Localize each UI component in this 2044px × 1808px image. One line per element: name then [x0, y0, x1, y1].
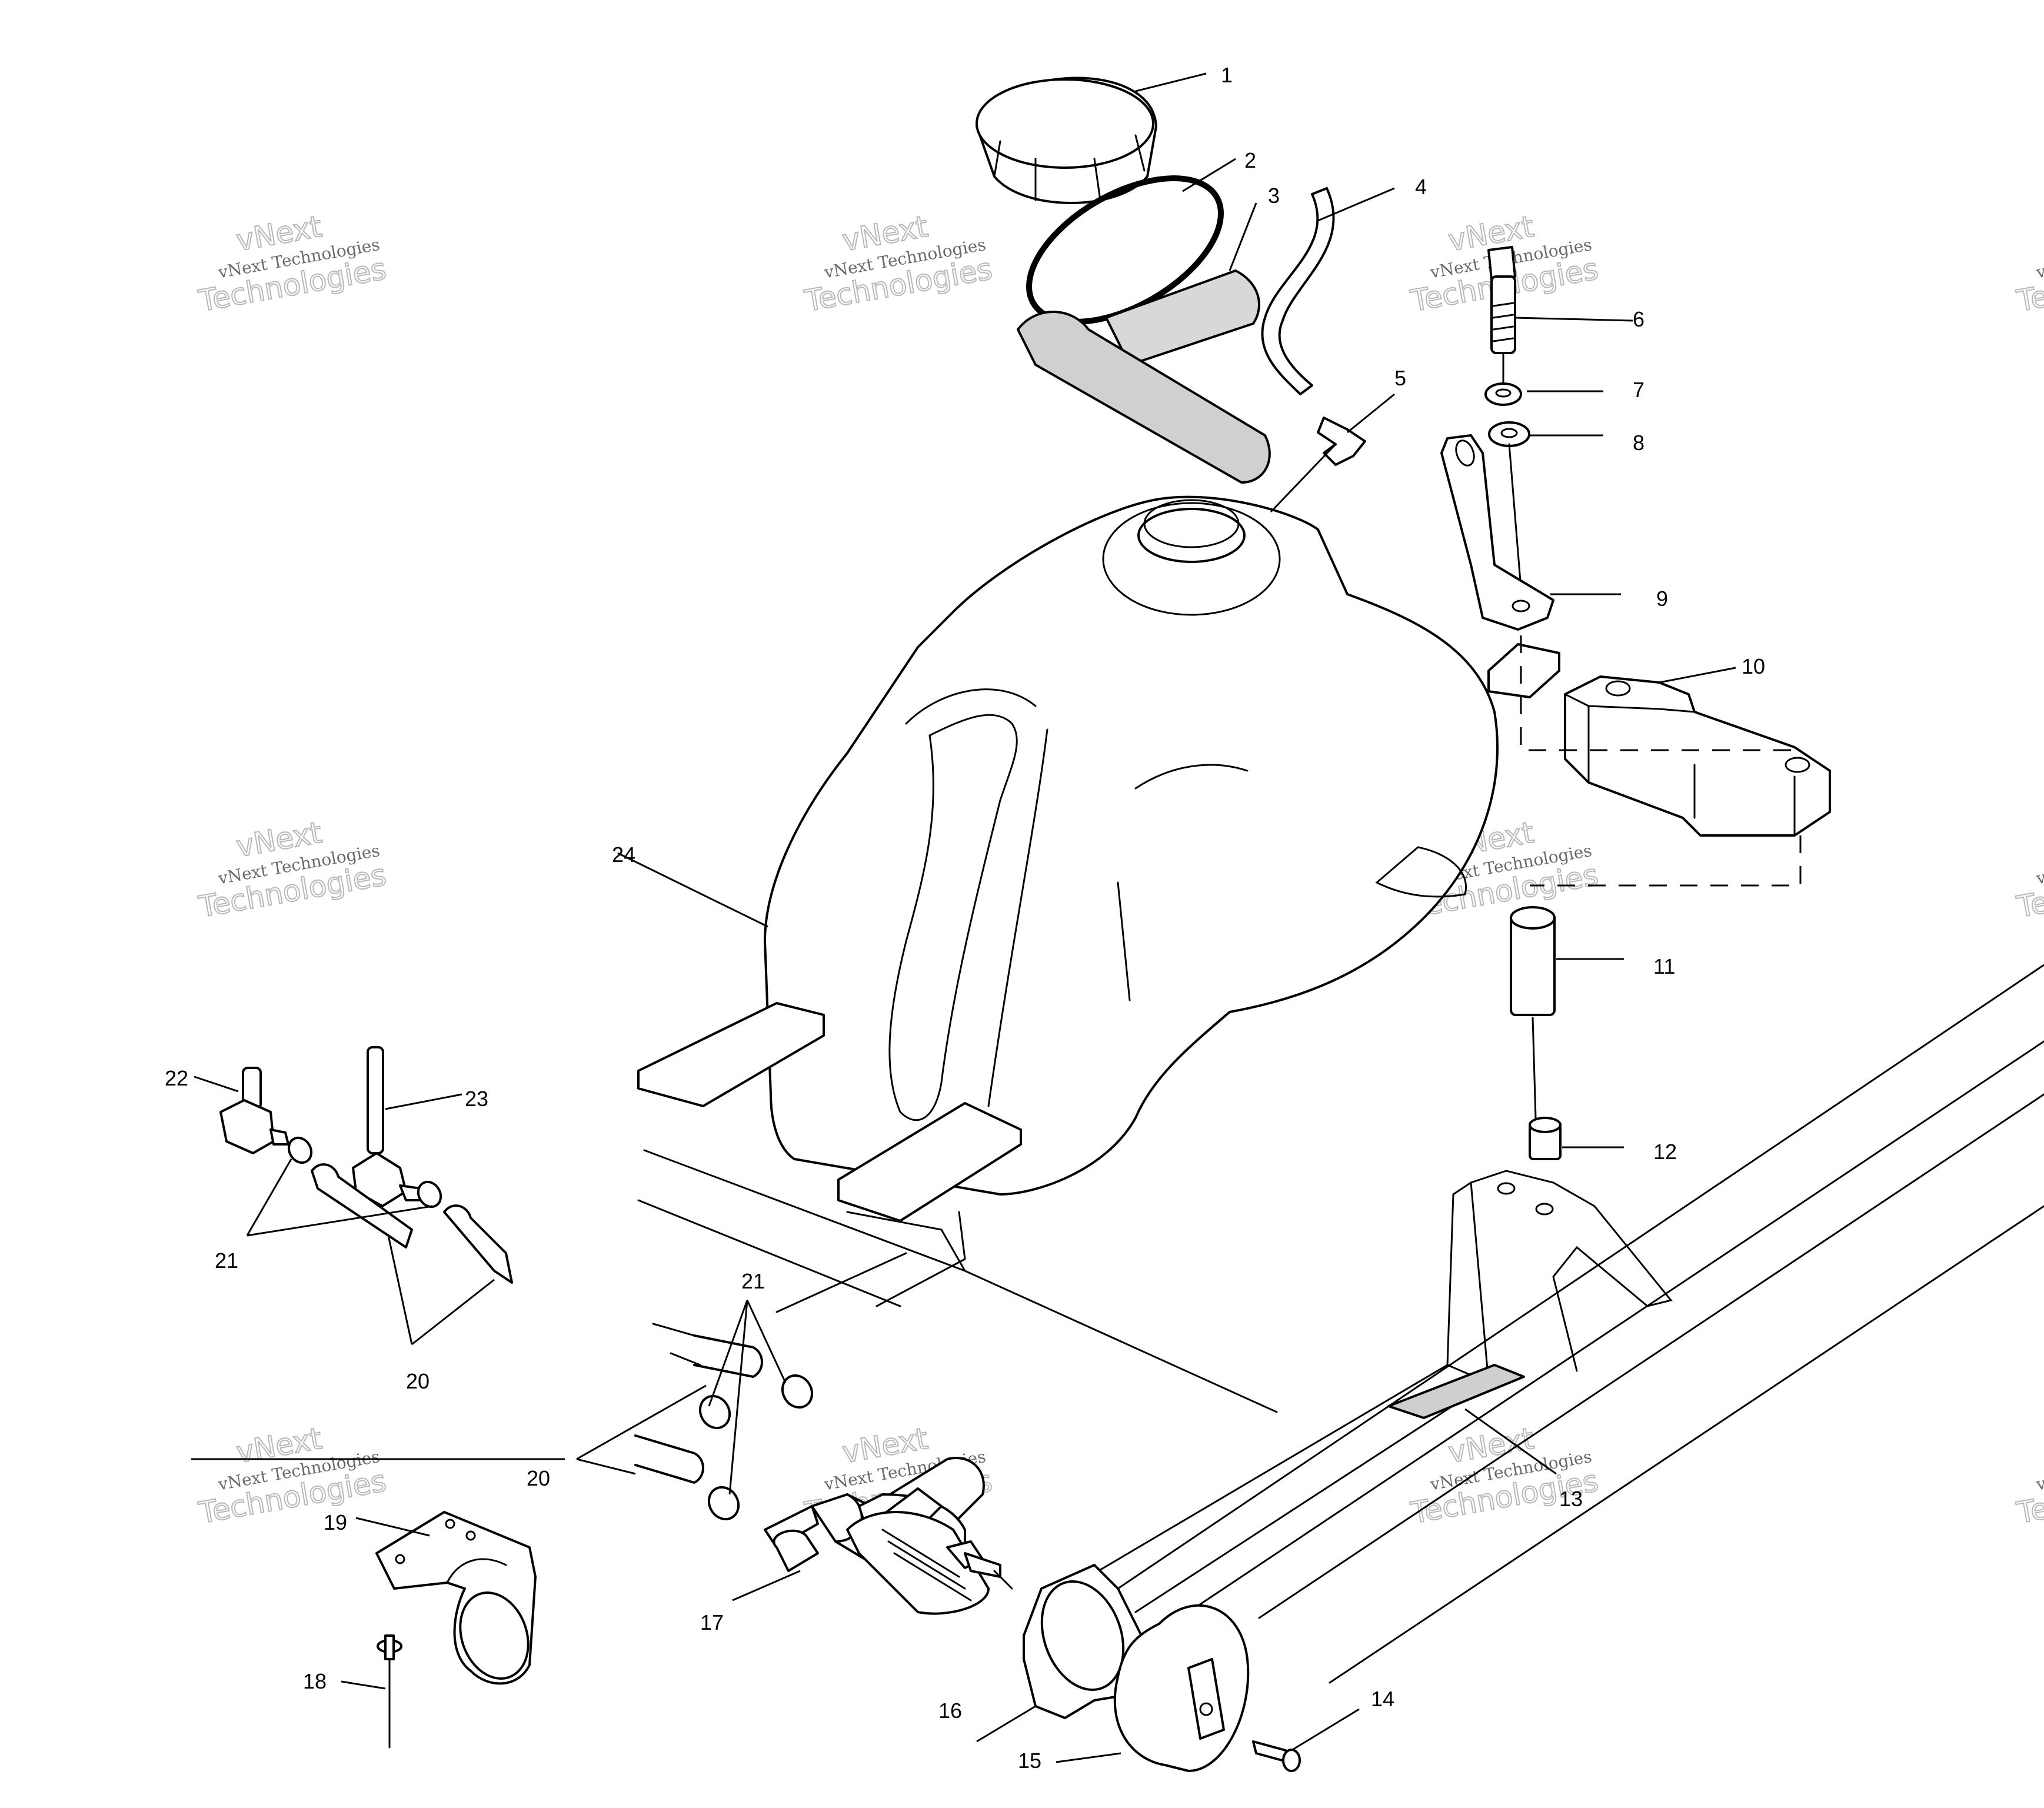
alignment-dashes-upper	[1520, 635, 1802, 887]
callout-19: 19	[324, 1510, 347, 1534]
cap-screw	[1252, 1740, 1301, 1772]
o-ring	[1026, 175, 1224, 325]
lower-clamps	[698, 1374, 814, 1521]
callout-6: 6	[1633, 307, 1644, 331]
foam-strips	[1017, 269, 1271, 484]
callout-3: 3	[1268, 184, 1280, 208]
leader-lines	[191, 72, 1736, 1763]
tank-rear-tab	[1487, 643, 1560, 698]
callout-12: 12	[1653, 1140, 1677, 1164]
frame-rail	[1087, 964, 2044, 1684]
sleeve-axis	[1532, 1017, 1537, 1119]
callout-15: 15	[1018, 1749, 1041, 1773]
callout-16: 16	[938, 1699, 962, 1723]
bolt-axis	[1502, 352, 1522, 590]
callout-13: 13	[1559, 1487, 1583, 1511]
upper-hoses	[311, 1163, 513, 1284]
frame-crossmember	[637, 1149, 1278, 1413]
callout-10: 10	[1742, 654, 1765, 678]
callout-24: 24	[612, 843, 635, 867]
callout-11: 11	[1653, 954, 1675, 978]
watermark-line2: vNext Technologies	[2034, 235, 2044, 282]
tank-tab-left	[637, 1002, 825, 1107]
upper-clamps	[287, 1136, 442, 1208]
callout-labels: 1 2 3 4 5 6 7 8 9 10 11 12 13 14 15 16 1…	[165, 63, 1765, 1773]
callout-2: 2	[1244, 148, 1256, 172]
filler-cap	[1113, 1604, 1250, 1772]
bushing	[1529, 1117, 1562, 1160]
fuel-tank	[764, 495, 1499, 1196]
watermark-line2: vNext Technologies	[2034, 1447, 2044, 1494]
tank-bracket	[1440, 434, 1554, 631]
elbow-fitting-22	[219, 1067, 289, 1154]
callout-20-upper: 20	[406, 1369, 430, 1393]
callout-5: 5	[1394, 366, 1406, 390]
fuel-cap	[976, 76, 1157, 204]
sleeve	[1510, 906, 1556, 1016]
callout-23: 23	[465, 1087, 488, 1111]
rivet	[377, 1634, 402, 1749]
callout-20-lower: 20	[527, 1466, 550, 1490]
fuel-valve	[764, 1457, 1013, 1615]
vent-fitting	[1317, 417, 1366, 466]
callout-4: 4	[1415, 175, 1427, 199]
mounting-bolt	[1487, 246, 1516, 354]
callout-1: 1	[1221, 63, 1233, 87]
callout-18: 18	[303, 1669, 327, 1693]
callout-9: 9	[1656, 587, 1668, 611]
tee-fitting-23	[352, 1046, 425, 1207]
callout-8: 8	[1633, 431, 1644, 455]
callout-21-lower: 21	[741, 1269, 765, 1293]
callout-22: 22	[165, 1066, 188, 1090]
callout-7: 7	[1633, 378, 1644, 402]
callout-21-upper: 21	[215, 1248, 238, 1273]
callout-17: 17	[700, 1610, 724, 1634]
valve-bracket	[375, 1511, 537, 1685]
watermark-line2: vNext Technologies	[2034, 841, 2044, 888]
spacer-block	[1564, 675, 1831, 837]
washer-8	[1488, 421, 1530, 447]
washer-7	[1484, 382, 1522, 406]
filler-ring	[1023, 1564, 1143, 1719]
tank-tab-front	[837, 1102, 1022, 1222]
vent-hose	[1261, 187, 1335, 395]
callout-14: 14	[1371, 1687, 1394, 1711]
lower-hoses	[634, 1323, 763, 1484]
